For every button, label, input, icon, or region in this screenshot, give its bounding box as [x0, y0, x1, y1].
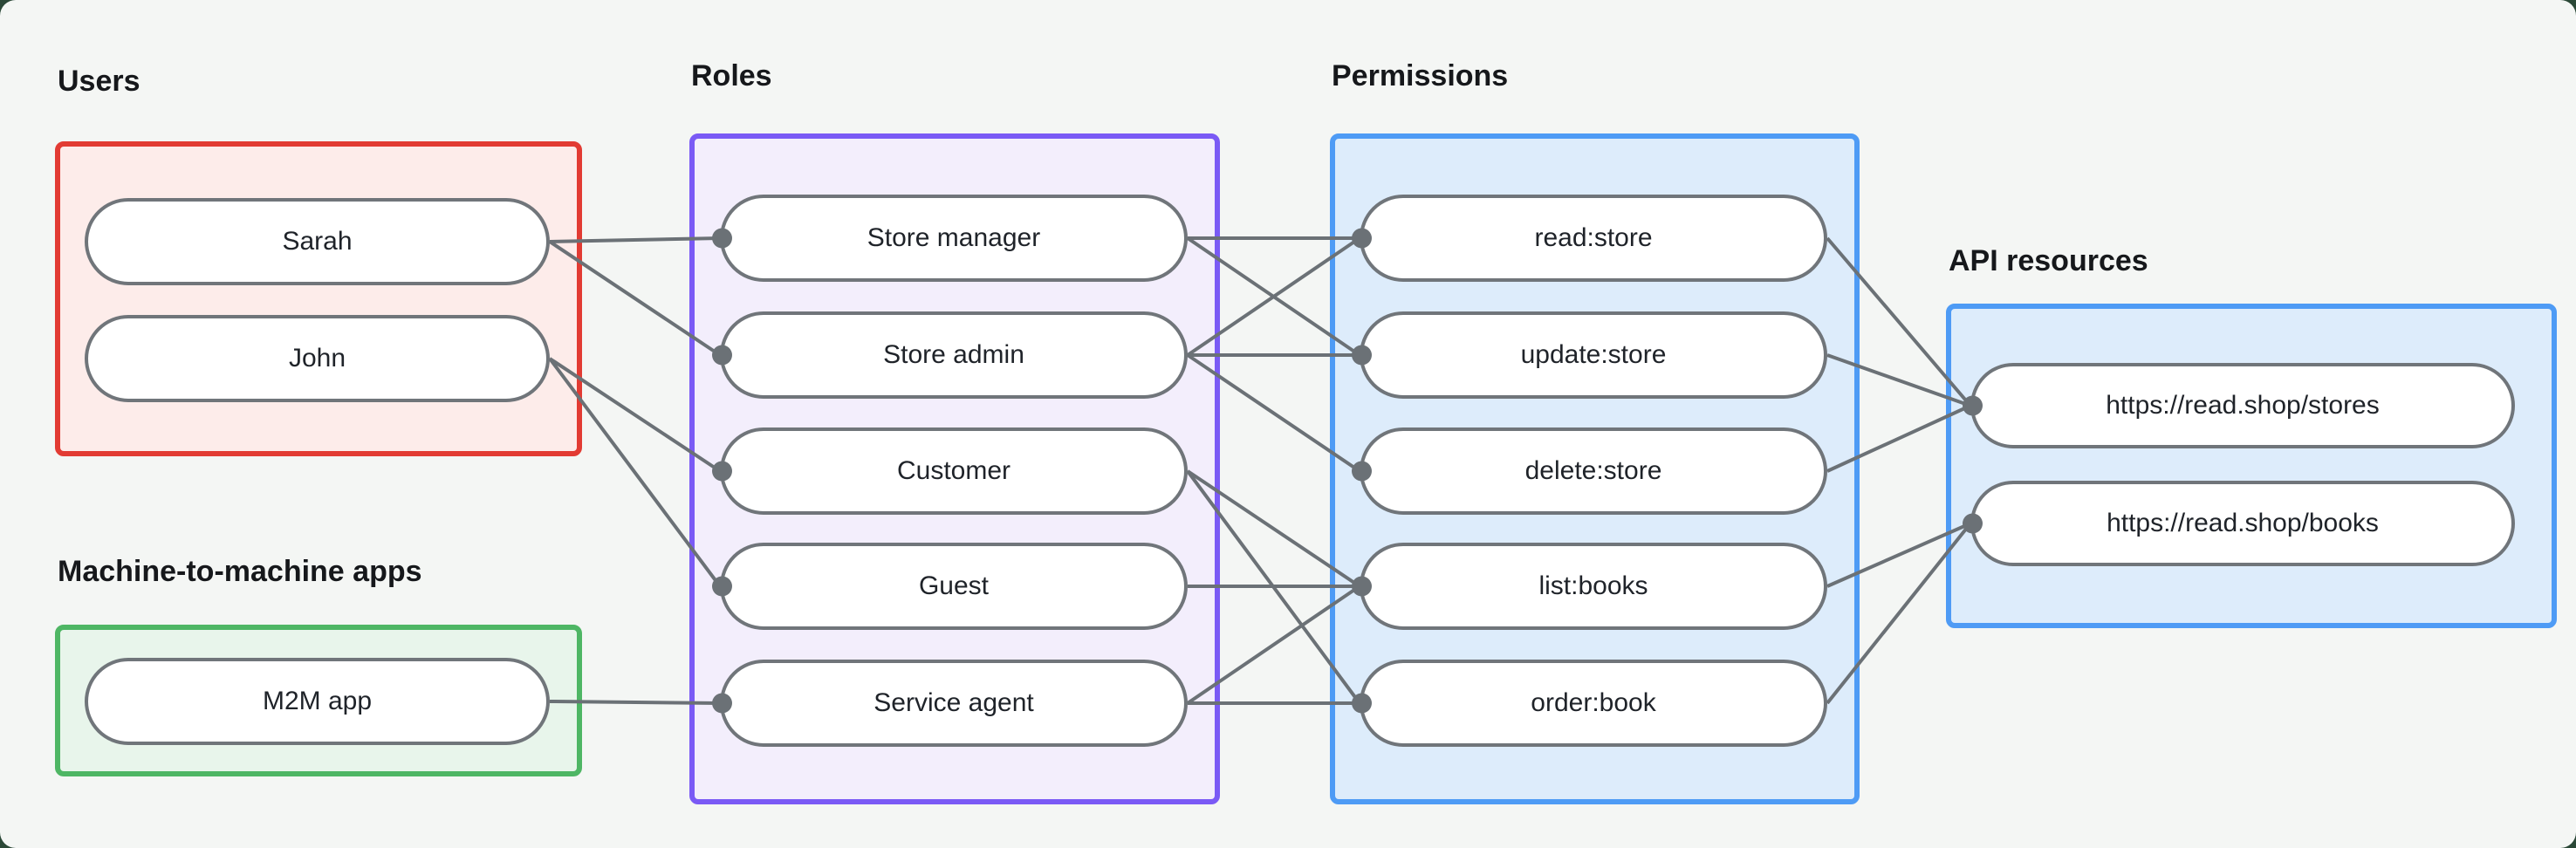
edge-store-admin-to-read-store	[1186, 236, 1361, 357]
node-read-store: read:store	[1360, 195, 1827, 282]
edge-update-store-to-stores	[1826, 353, 1971, 407]
node-guest: Guest	[720, 543, 1188, 630]
roles-group-title: Roles	[691, 59, 772, 92]
edge-order-book-to-books	[1826, 522, 1972, 705]
node-store-manager: Store manager	[720, 195, 1188, 282]
edge-delete-store-to-stores	[1826, 404, 1971, 473]
node-update-store: update:store	[1360, 311, 1827, 399]
node-stores: https://read.shop/stores	[1970, 363, 2515, 448]
edge-sarah-to-store-manager	[549, 236, 721, 243]
node-john: John	[85, 315, 550, 402]
edge-sarah-to-store-admin	[548, 240, 722, 357]
node-order-book: order:book	[1360, 660, 1827, 747]
node-store-admin: Store admin	[720, 311, 1188, 399]
node-customer: Customer	[720, 427, 1188, 515]
node-m2m-app: M2M app	[85, 658, 550, 745]
node-list-books: list:books	[1360, 543, 1827, 630]
node-sarah: Sarah	[85, 198, 550, 285]
edge-store-admin-to-delete-store	[1186, 353, 1361, 473]
edge-list-books-to-books	[1826, 522, 1971, 588]
edge-customer-to-list-books	[1186, 469, 1361, 588]
permissions-group-title: Permissions	[1332, 59, 1509, 92]
m2m-apps-group-title: Machine-to-machine apps	[58, 555, 422, 588]
edge-m2m-app-to-service-agent	[549, 700, 721, 705]
node-delete-store: delete:store	[1360, 427, 1827, 515]
edge-john-to-customer	[548, 357, 722, 473]
api-resources-group-title: API resources	[1949, 244, 2148, 277]
users-group-title: Users	[58, 65, 140, 98]
node-books: https://read.shop/books	[1970, 481, 2515, 566]
edge-read-store-to-stores	[1826, 236, 1972, 407]
api-resources-group-box	[1946, 304, 2557, 628]
users-group-box	[55, 141, 582, 456]
edge-service-agent-to-list-books	[1186, 585, 1361, 705]
edge-john-to-guest	[548, 357, 722, 588]
node-service-agent: Service agent	[720, 660, 1188, 747]
